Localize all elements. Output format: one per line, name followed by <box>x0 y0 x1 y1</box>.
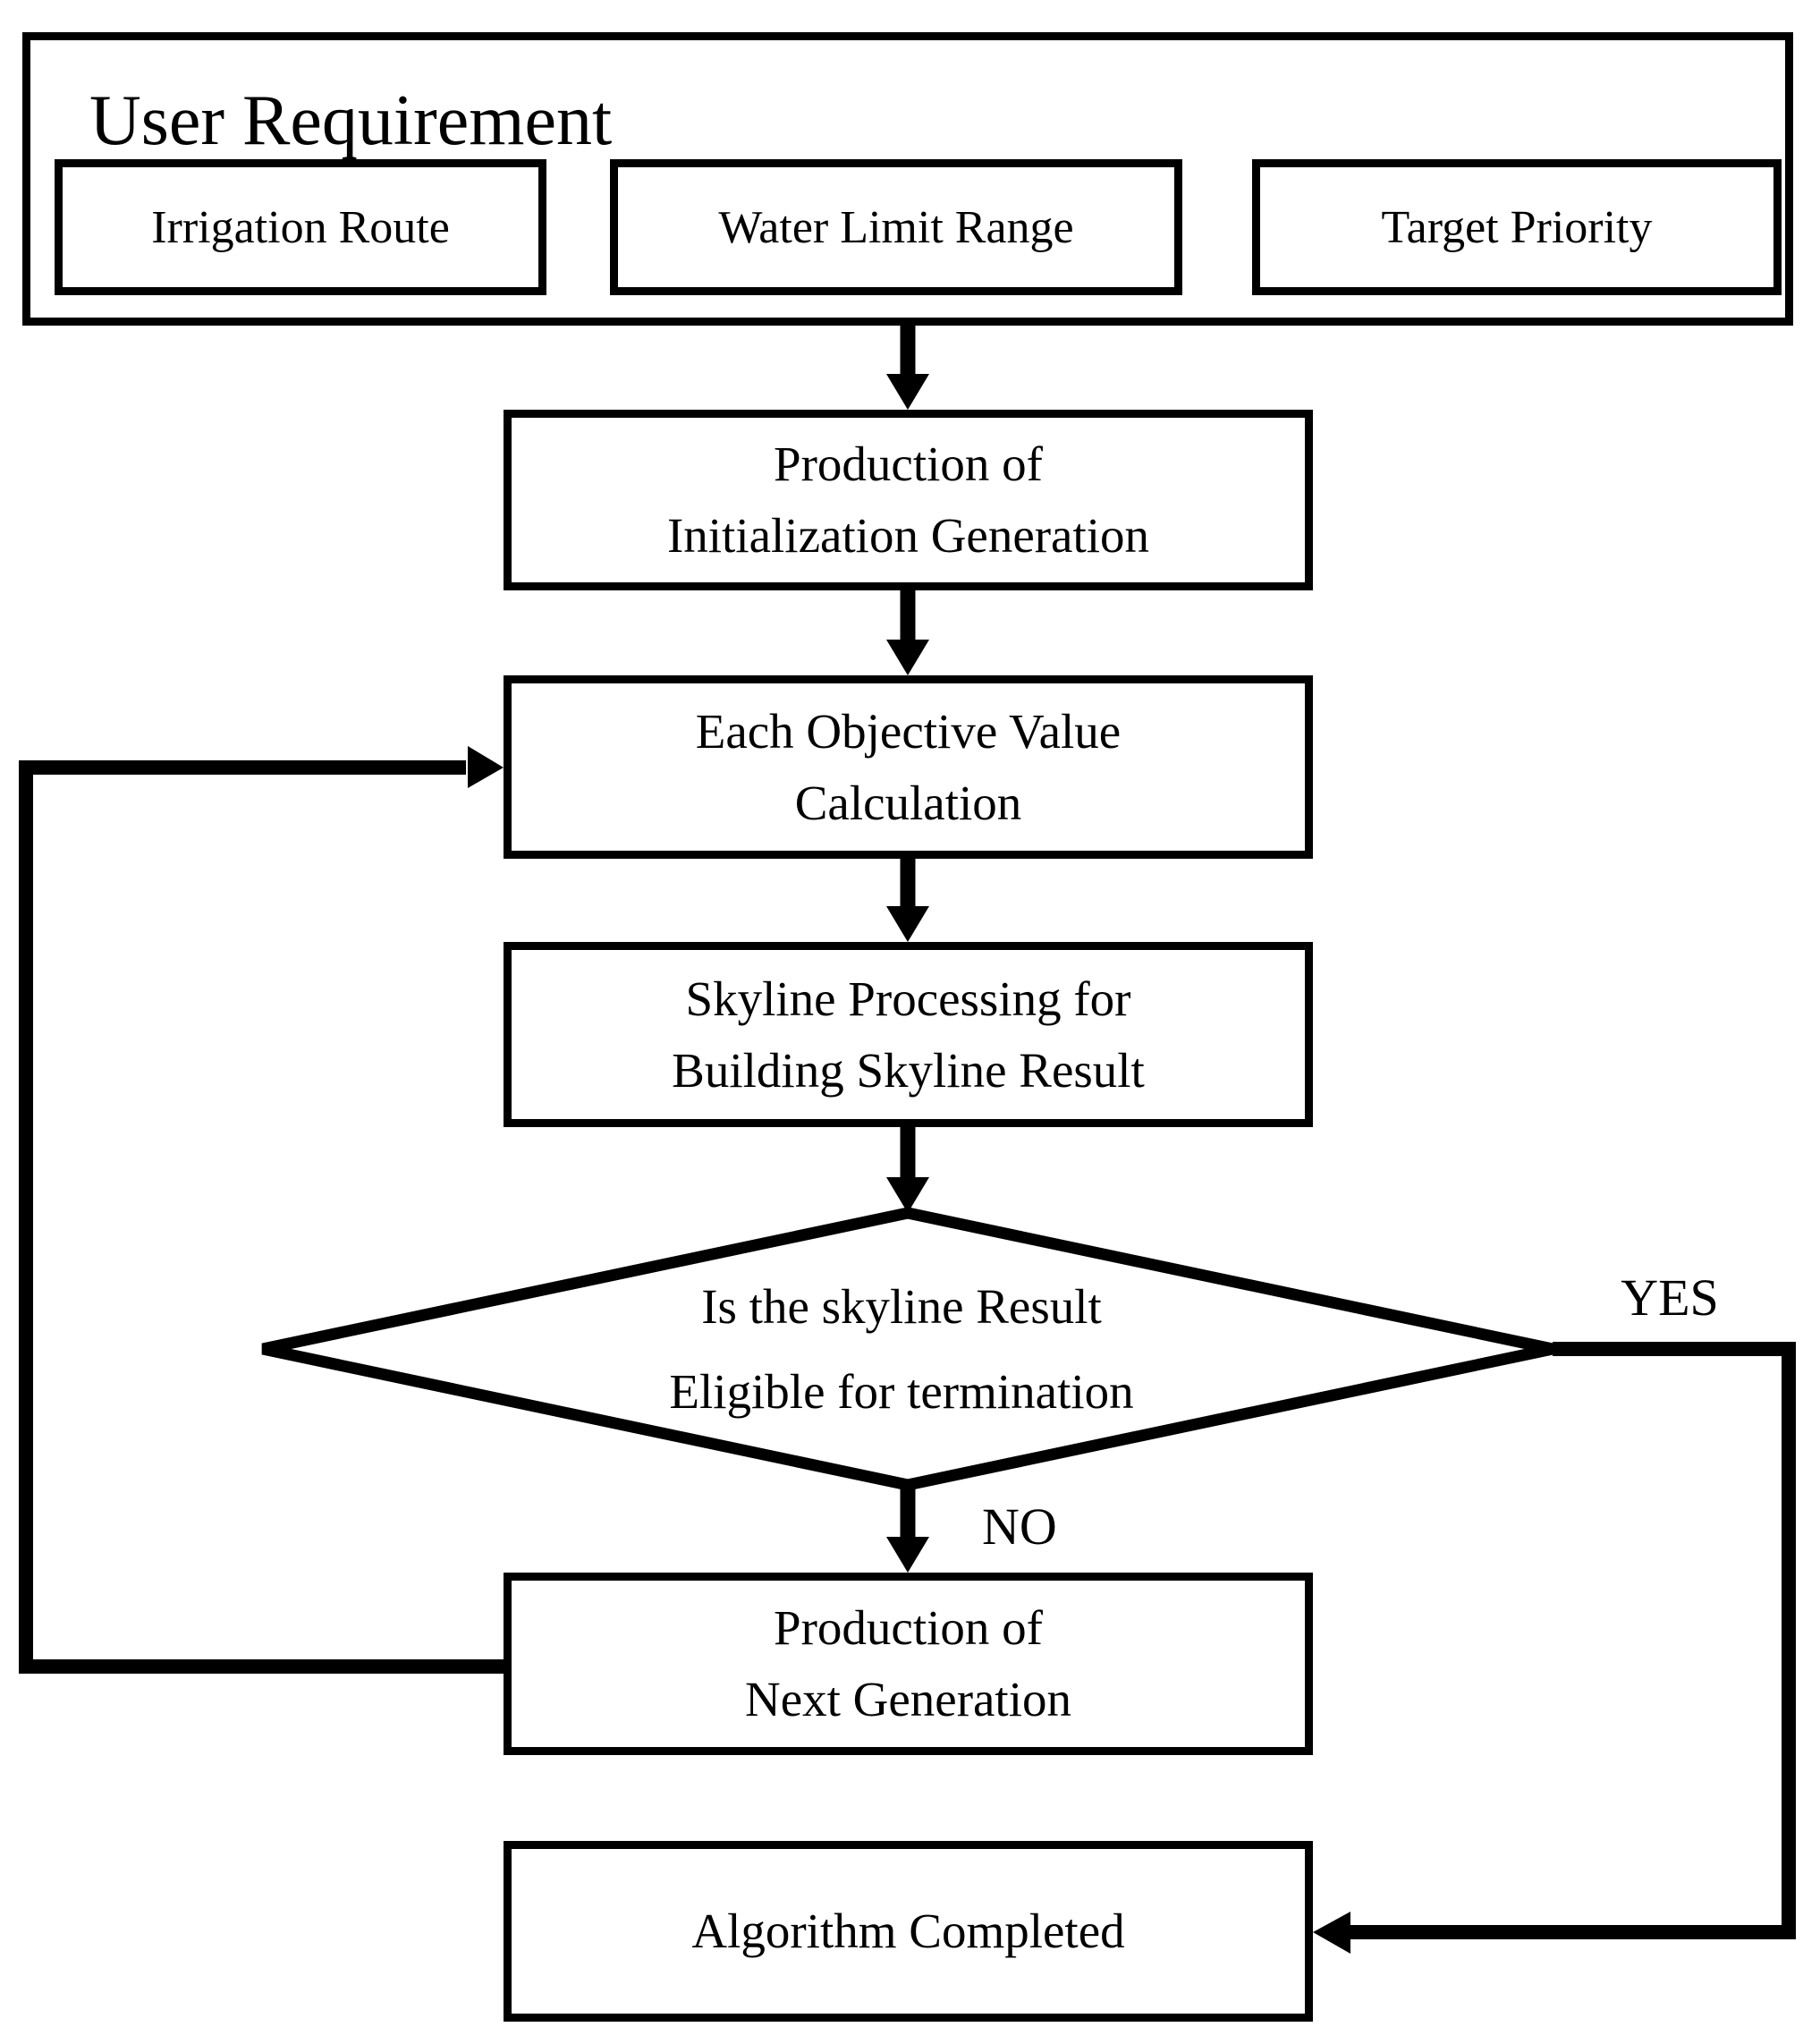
node-skyline-line1: Skyline Processing for <box>685 971 1131 1026</box>
node-nextgen-line1: Production of <box>774 1600 1043 1655</box>
target-priority-label: Target Priority <box>1381 201 1653 253</box>
node-objective-line1: Each Objective Value <box>695 703 1122 759</box>
node-each-objective-value-calculation: Each Objective Value Calculation <box>504 675 1313 859</box>
node-init-line1: Production of <box>774 437 1043 491</box>
node-init-line2: Initialization Generation <box>666 508 1150 563</box>
node-production-initialization-generation: Production of Initialization Generation <box>504 410 1313 590</box>
input-box-irrigation-route: Irrigation Route <box>55 159 546 295</box>
decision-diamond-text: Is the skyline Result Eligible for termi… <box>499 1228 1304 1470</box>
yes-branch-label: YES <box>1621 1268 1719 1327</box>
water-limit-range-label: Water Limit Range <box>718 201 1074 253</box>
yes-path-arrowhead <box>1313 1912 1350 1954</box>
input-box-water-limit-range: Water Limit Range <box>610 159 1182 295</box>
decision-line1: Is the skyline Result <box>701 1279 1102 1334</box>
node-objective-line2: Calculation <box>794 775 1022 830</box>
algorithm-completed-label: Algorithm Completed <box>691 1904 1125 1958</box>
loop-path-line <box>19 760 504 1674</box>
node-skyline-processing: Skyline Processing for Building Skyline … <box>504 942 1313 1127</box>
node-production-next-generation: Production of Next Generation <box>504 1573 1313 1755</box>
node-algorithm-completed: Algorithm Completed <box>504 1841 1313 2022</box>
node-skyline-line2: Building Skyline Result <box>672 1042 1145 1098</box>
arrow-userreq-to-init-head <box>886 374 929 410</box>
loop-path-arrowhead <box>468 746 504 788</box>
arrow-skyline-to-decision-head <box>886 1177 929 1213</box>
arrow-decision-no-head <box>886 1537 929 1573</box>
arrow-init-to-objective-head <box>886 640 929 675</box>
input-box-target-priority: Target Priority <box>1252 159 1782 295</box>
yes-path-line <box>1348 1342 1796 1939</box>
node-nextgen-line2: Next Generation <box>745 1672 1071 1726</box>
arrow-objective-to-skyline-head <box>886 906 929 942</box>
no-branch-label: NO <box>982 1497 1057 1556</box>
user-requirement-title: User Requirement <box>89 81 613 160</box>
decision-line2: Eligible for termination <box>669 1364 1134 1419</box>
irrigation-route-label: Irrigation Route <box>151 201 450 253</box>
